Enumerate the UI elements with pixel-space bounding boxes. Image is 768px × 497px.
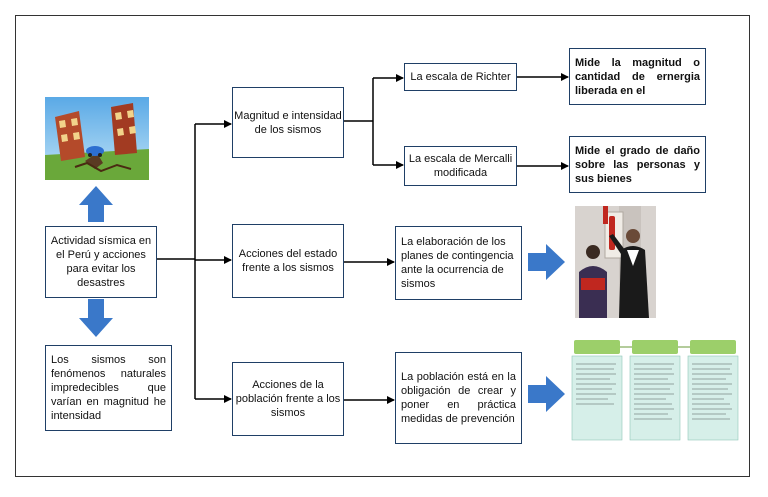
mercalli-desc-text: Mide el grado de daño sobre las personas… (575, 144, 700, 185)
poblacion-text: Acciones de la población frente a los si… (235, 379, 341, 419)
central-topic-box: Actividad sísmica en el Perú y acciones … (45, 226, 157, 298)
magnitud-box: Magnitud e intensidad de los sismos (232, 87, 344, 158)
mercalli-desc-box: Mide el grado de daño sobre las personas… (569, 136, 706, 193)
estado-detail-text: La elaboración de los planes de continge… (401, 236, 514, 290)
up-arrow-icon (79, 186, 113, 222)
down-arrow-icon (79, 299, 113, 337)
poblacion-detail-box: La población está en la obligación de cr… (395, 352, 522, 444)
richter-box: La escala de Richter (404, 63, 517, 91)
mercalli-text: La escala de Mercalli modificada (408, 153, 513, 179)
right-arrow-icon-estado (528, 244, 565, 280)
magnitud-text: Magnitud e intensidad de los sismos (234, 109, 342, 136)
description-text: Los sismos son fenómenos naturales impre… (51, 354, 166, 422)
poblacion-box: Acciones de la población frente a los si… (232, 362, 344, 436)
poblacion-detail-text: La población está en la obligación de cr… (401, 371, 516, 425)
right-arrow-icon-poblacion (528, 376, 565, 412)
estado-detail-box: La elaboración de los planes de continge… (395, 226, 522, 300)
description-box: Los sismos son fenómenos naturales impre… (45, 345, 172, 431)
mercalli-box: La escala de Mercalli modificada (404, 146, 517, 186)
inspection-photo (575, 206, 656, 318)
prevention-table-thumbnail (570, 338, 742, 441)
richter-desc-box: Mide la magnitud o cantidad de ernergia … (569, 48, 706, 105)
richter-desc-text: Mide la magnitud o cantidad de ernergia … (575, 56, 700, 97)
central-topic-text: Actividad sísmica en el Perú y acciones … (50, 235, 152, 289)
diagram-frame (15, 15, 750, 477)
earthquake-illustration (45, 97, 149, 180)
estado-box: Acciones del estado frente a los sismos (232, 224, 344, 298)
richter-text: La escala de Richter (410, 71, 511, 83)
estado-text: Acciones del estado frente a los sismos (238, 248, 338, 274)
